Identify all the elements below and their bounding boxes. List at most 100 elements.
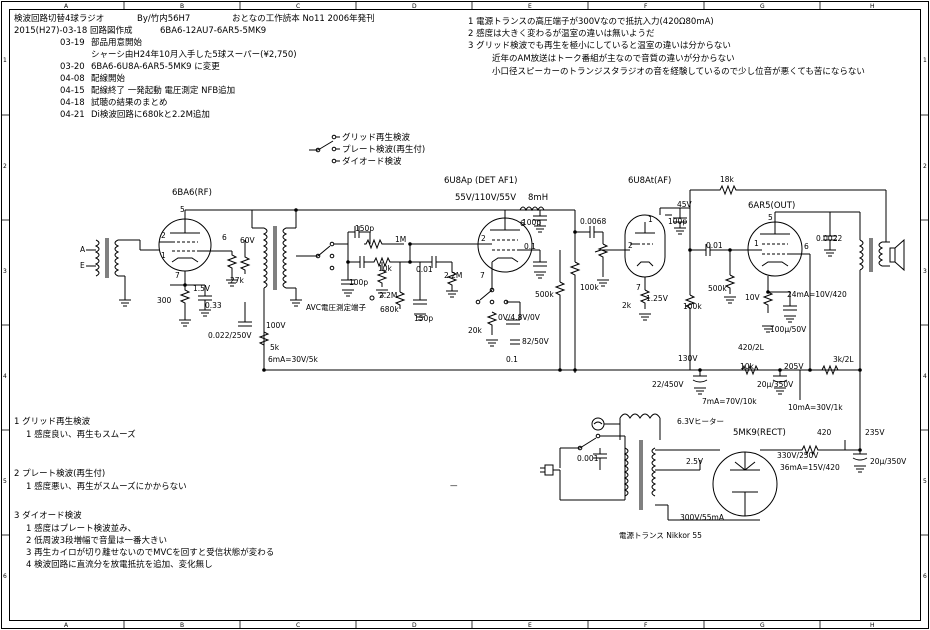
v3-125v: 1.25V <box>646 294 669 303</box>
v4-420-2l: 420/2L <box>738 343 765 352</box>
v4-c100u: 100μ/50V <box>770 325 807 334</box>
note-b3-item1: 1 感度はプレート検波並み、 <box>26 523 136 534</box>
log-text-1: 部品用意開始 <box>91 37 143 48</box>
v4-pin5: 5 <box>768 213 773 222</box>
frame-col-b: B <box>180 3 184 10</box>
v2-c0068: 0.0068 <box>580 217 606 226</box>
header-book: おとなの工作読本 No11 2006年発刊 <box>232 13 375 24</box>
v3-pin1: 1 <box>648 215 653 224</box>
c-22-450: 22/450V <box>652 380 684 389</box>
log-text-6: 試聴の結果のまとめ <box>91 97 168 108</box>
v1-pin1: 1 <box>161 251 166 260</box>
header-title: 検波回路切替4球ラジオ <box>14 13 104 24</box>
ps-300v: 300V/55mA <box>680 513 725 522</box>
det-c150p-b: 150p <box>414 314 433 323</box>
frame-col-d: D <box>412 3 417 10</box>
switch-label-plate: プレート検波(再生付) <box>342 144 425 155</box>
v4-network <box>762 211 861 370</box>
v2-r100k: 100k <box>580 283 599 292</box>
log-date-3: 03-20 <box>60 62 85 72</box>
rf-transformer <box>185 209 575 370</box>
frame-col-c-bottom: C <box>296 622 300 629</box>
frame-row-2: 2 <box>3 163 7 170</box>
header-author: By/竹内56H7 <box>137 13 190 24</box>
note-b3-item2: 2 低周波3段増幅で音量は一番大きい <box>26 535 167 546</box>
frame-row-6: 6 <box>3 573 7 580</box>
nfb-r18k: 18k <box>720 175 735 184</box>
tube-v3-label: 6U8At(AF) <box>628 176 671 186</box>
antenna-coil: A E <box>80 238 159 292</box>
tube-v5-label: 5MK9(RECT) <box>733 428 786 438</box>
choke-label: 8mH <box>528 193 548 203</box>
frame-row-4: 4 <box>3 373 7 380</box>
note-b3-item3: 3 再生カイロが切り離せないのでMVCを回すと受信状態が変わる <box>26 547 274 558</box>
frame-row-1: 1 <box>3 57 7 64</box>
frame-col-e: E <box>528 3 532 10</box>
v3-pin8: 7 <box>636 283 641 292</box>
log-text-4: 配線開始 <box>91 73 126 84</box>
ps-36ma: 36mA=15V/420 <box>780 463 840 472</box>
v4-pin6: 6 <box>804 242 809 251</box>
switch-label-diode: ダイオード検波 <box>342 156 402 167</box>
v1-pin6: 6 <box>222 233 227 242</box>
tube-labels: 6BA6(RF) 6U8Ap (DET AF1) 55V/110V/55V 8m… <box>172 176 795 438</box>
power-supply <box>540 413 860 521</box>
notes-bottom: 1 グリッド再生検波 1 感度良い、再生もスムーズ 2 プレート検波(再生付) … <box>14 416 274 570</box>
v2-c01b: 0.1 <box>506 355 518 364</box>
frame-col-f: F <box>644 3 648 10</box>
avc-label: AVC電圧測定端子 <box>306 302 367 312</box>
v1-pin2: 2 <box>161 231 166 240</box>
note-top-1: 1 電源トランスの高圧端子が300Vなので抵抗入力(420Ω80mA) <box>468 16 714 27</box>
frame-row-4-right: 4 <box>923 373 927 380</box>
det-r22m-b: 2.2M <box>379 291 397 300</box>
v2-cathode-network <box>475 262 521 347</box>
v1-pin7: 7 <box>175 271 180 280</box>
v1-cathode-network <box>119 271 212 327</box>
log-date-4: 04-08 <box>60 74 85 84</box>
frame-col-c: C <box>296 3 300 10</box>
ps-c0001: 0.001 <box>577 454 599 463</box>
v3-r2k: 2k <box>622 301 632 310</box>
output-transformer <box>858 189 905 370</box>
r-10k: 10k <box>740 362 755 371</box>
note-b2-heading: 2 プレート検波(再生付) <box>14 468 105 479</box>
header-block: 検波回路切替4球ラジオ By/竹内56H7 おとなの工作読本 No11 2006… <box>14 13 375 120</box>
log-date-7: 04-21 <box>60 110 85 120</box>
note-top-2: 2 感度は大きく変わるが温室の違いは無いようだ <box>468 28 655 39</box>
v1-r27k: 27k <box>230 276 245 285</box>
frame-col-f-bottom: F <box>644 622 648 629</box>
v4-c00022: 0.0022 <box>816 234 842 243</box>
ps-330v: 330V/250V <box>777 451 819 460</box>
frame-col-g-bottom: G <box>760 622 765 629</box>
v1-r5k: 5k <box>270 343 280 352</box>
v3-r100k: 100k <box>683 302 702 311</box>
tube-v1-label: 6BA6(RF) <box>172 188 212 198</box>
v4-10v: 10V <box>745 293 761 302</box>
frame-col-e-bottom: E <box>528 622 532 629</box>
ps-c20u: 20μ/350V <box>870 457 907 466</box>
frame-col-a-bottom: A <box>64 622 69 629</box>
v3-c001: 0.01 <box>706 241 723 250</box>
frame-row-3: 3 <box>3 268 7 275</box>
v3-c100p: 100p <box>668 217 687 226</box>
v2-pin6: 6 <box>520 219 525 228</box>
log-text-7: Di検波回路に680kと2.2M追加 <box>91 109 210 120</box>
v2-pin2: 2 <box>481 234 486 243</box>
det-r680k: 680k <box>380 305 399 314</box>
v2-c01: 0.1 <box>524 242 536 251</box>
det-r10k: 10k <box>378 264 393 273</box>
v1-pin5: 5 <box>180 205 185 214</box>
log-date-5: 04-15 <box>60 86 85 96</box>
det-switch-in-circuit <box>296 241 348 271</box>
b-plus-rail <box>258 330 860 371</box>
power-transformer-label: 電源トランス Nikkor 55 <box>619 531 702 540</box>
header-tubes-line: 6BA6-12AU7-6AR5-5MK9 <box>160 26 266 36</box>
frame-col-g: G <box>760 3 765 10</box>
v1-6ma: 6mA=30V/5k <box>268 355 318 364</box>
v2-plate-network <box>504 206 630 373</box>
v1-60v: 60V <box>240 236 256 245</box>
tube-v1-6ba6 <box>158 210 212 272</box>
tube-v4-label: 6AR5(OUT) <box>748 201 795 211</box>
det-r1m: 1M <box>395 235 406 244</box>
